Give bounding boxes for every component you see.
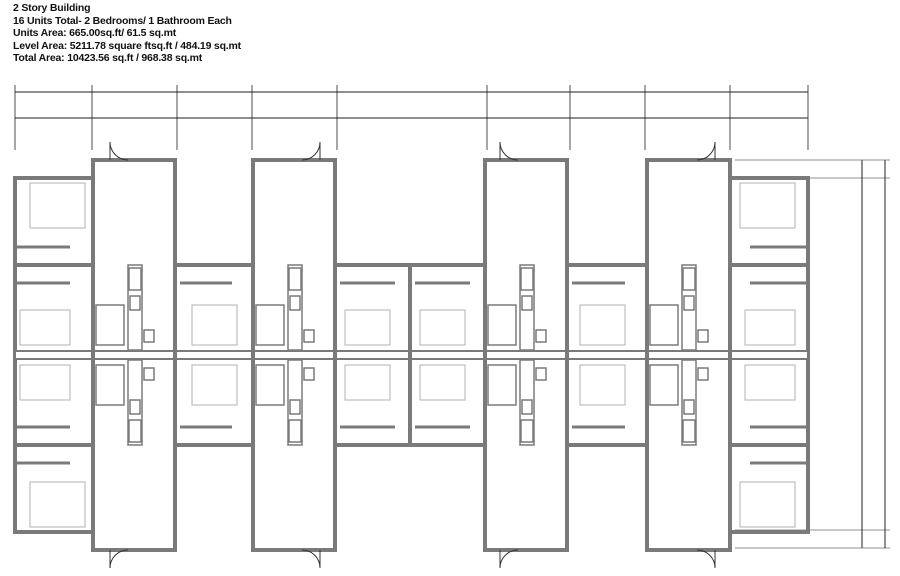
- kitchen-sink: [129, 295, 141, 311]
- bed: [419, 364, 466, 401]
- kitchen-sink: [683, 399, 695, 415]
- bed: [419, 309, 466, 346]
- kitchen-sink: [289, 399, 301, 415]
- appliance: [535, 367, 547, 381]
- entry-door: [109, 141, 129, 161]
- bathroom: [95, 364, 125, 406]
- kitchen-sink: [289, 295, 301, 311]
- bed: [344, 309, 391, 346]
- bed: [19, 364, 71, 401]
- appliance: [143, 367, 155, 381]
- appliance: [535, 329, 547, 343]
- walls: [13, 158, 810, 552]
- bathroom: [649, 364, 679, 406]
- building-title: 2 Story Building: [13, 2, 91, 14]
- entry-door: [301, 141, 321, 161]
- unit-area: Units Area: 665.00sq.ft/ 61.5 sq.mt: [13, 27, 177, 40]
- stove: [682, 267, 696, 291]
- bed: [29, 481, 86, 528]
- bed: [744, 364, 796, 401]
- entry-door: [499, 549, 519, 569]
- bathroom: [255, 304, 285, 346]
- bathroom: [255, 364, 285, 406]
- appliance: [697, 329, 709, 343]
- bathroom: [95, 304, 125, 346]
- entry-door: [301, 549, 321, 569]
- entry-door: [696, 549, 716, 569]
- appliance: [303, 329, 315, 343]
- kitchen-sink: [521, 399, 533, 415]
- bathroom: [487, 304, 517, 346]
- stove: [128, 267, 142, 291]
- stove: [682, 419, 696, 443]
- bed: [579, 364, 626, 406]
- level-area: Level Area: 5211.78 square ftsq.ft / 484…: [13, 39, 241, 52]
- bed: [739, 481, 796, 528]
- bed: [344, 364, 391, 401]
- bed: [739, 182, 796, 229]
- stove: [288, 419, 302, 443]
- kitchen-sink: [521, 295, 533, 311]
- dimension-lines: [14, 85, 890, 549]
- entry-door: [499, 141, 519, 161]
- bed: [191, 304, 238, 346]
- stove: [520, 419, 534, 443]
- doors: [109, 141, 716, 569]
- entry-door: [696, 141, 716, 161]
- bed: [579, 304, 626, 346]
- bathroom: [649, 304, 679, 346]
- building-info: 2 Story Building 16 Units Total- 2 Bedro…: [13, 2, 241, 65]
- bed: [191, 364, 238, 406]
- kitchen-sink: [683, 295, 695, 311]
- bed: [744, 309, 796, 346]
- stove: [288, 267, 302, 291]
- units-summary: 16 Units Total- 2 Bedrooms/ 1 Bathroom E…: [13, 14, 232, 27]
- appliance: [303, 367, 315, 381]
- total-area: Total Area: 10423.56 sq.ft / 968.38 sq.m…: [13, 52, 203, 65]
- appliance: [697, 367, 709, 381]
- bed: [29, 182, 86, 229]
- entry-door: [109, 549, 129, 569]
- stove: [520, 267, 534, 291]
- bathroom: [487, 364, 517, 406]
- bed: [19, 309, 71, 346]
- kitchen-sink: [129, 399, 141, 415]
- stove: [128, 419, 142, 443]
- appliance: [143, 329, 155, 343]
